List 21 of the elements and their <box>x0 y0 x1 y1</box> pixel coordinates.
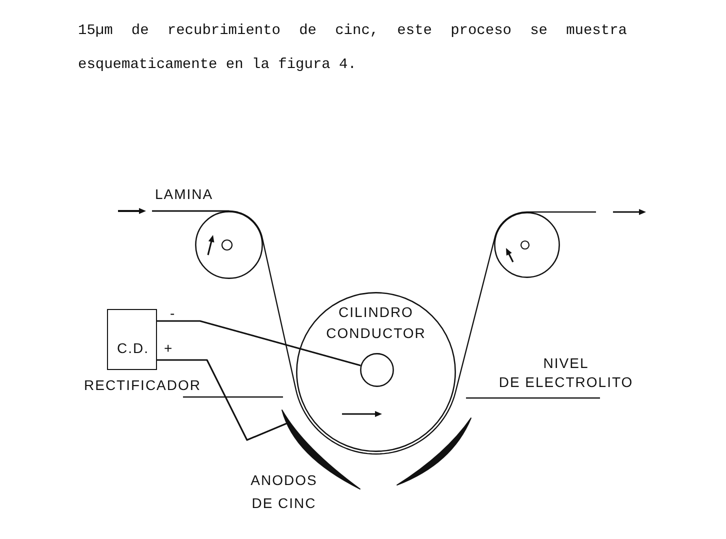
anode-label: ANODOS DE CINC <box>250 470 318 512</box>
metal-strip <box>376 211 528 455</box>
metal-strip <box>228 210 376 455</box>
wire <box>157 359 287 441</box>
guide-roller <box>494 212 560 278</box>
cylinder-label: CILINDRO CONDUCTOR <box>325 302 427 342</box>
strip-label: LAMINA <box>155 185 214 204</box>
rectifier-unit <box>107 309 157 370</box>
unit-caption: RECTIFICADOR <box>84 376 201 395</box>
axle-circle <box>360 353 394 387</box>
wire <box>157 320 361 366</box>
body-paragraph: 15µm de recubrimiento de cinc, este proceso se muestra esquematicamente en la figura 4. <box>78 22 627 75</box>
metal-strip <box>527 211 596 213</box>
polarity-sign: + <box>164 339 174 358</box>
anode-plate <box>395 416 473 487</box>
polarity-sign: - <box>170 304 176 323</box>
conductor-cylinder <box>296 292 456 452</box>
metal-strip <box>152 210 229 212</box>
level-label: NIVEL DE ELECTROLITO <box>498 354 634 392</box>
guide-roller <box>195 211 263 279</box>
unit-label: C.D. <box>116 339 150 358</box>
